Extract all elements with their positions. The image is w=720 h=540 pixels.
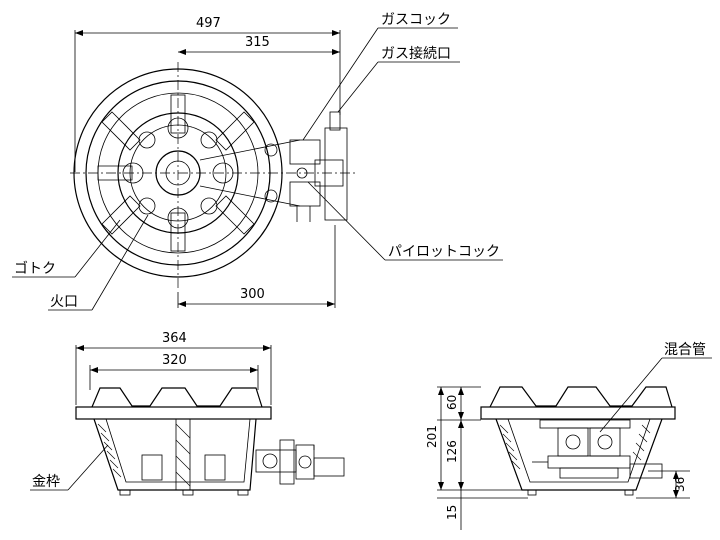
- dim-60: 60: [445, 395, 459, 410]
- dim-36: 36: [673, 477, 687, 492]
- front-labels: 金枠: [30, 444, 109, 491]
- dim-315: 315: [245, 35, 270, 50]
- top-view: [70, 62, 355, 290]
- side-view: [480, 386, 676, 496]
- dim-201: 201: [425, 425, 439, 448]
- front-dimensions: 364 320: [75, 331, 272, 405]
- label-pilot-cock: パイロットコック: [388, 244, 500, 260]
- label-mixing-tube: 混合管: [664, 342, 706, 358]
- side-labels: 混合管: [599, 342, 712, 433]
- label-gas-inlet: ガス接続口: [381, 45, 451, 62]
- label-frame: 金枠: [32, 474, 60, 490]
- side-dimensions: 201 60 126 15 36: [425, 386, 690, 530]
- dim-497: 497: [196, 16, 221, 31]
- top-labels: ガスコック ガス接続口 パイロットコック ゴトク 火口: [12, 12, 503, 311]
- dim-126: 126: [445, 440, 459, 463]
- dim-364: 364: [162, 331, 187, 346]
- label-gas-cock: ガスコック: [381, 12, 451, 28]
- front-view: [75, 387, 345, 496]
- top-dimensions: 497 315 300: [74, 16, 341, 308]
- dim-300: 300: [240, 287, 265, 302]
- dim-320: 320: [162, 353, 187, 368]
- label-trivet: ゴトク: [14, 260, 56, 277]
- label-burner-port: 火口: [50, 294, 78, 310]
- dim-15: 15: [445, 505, 459, 520]
